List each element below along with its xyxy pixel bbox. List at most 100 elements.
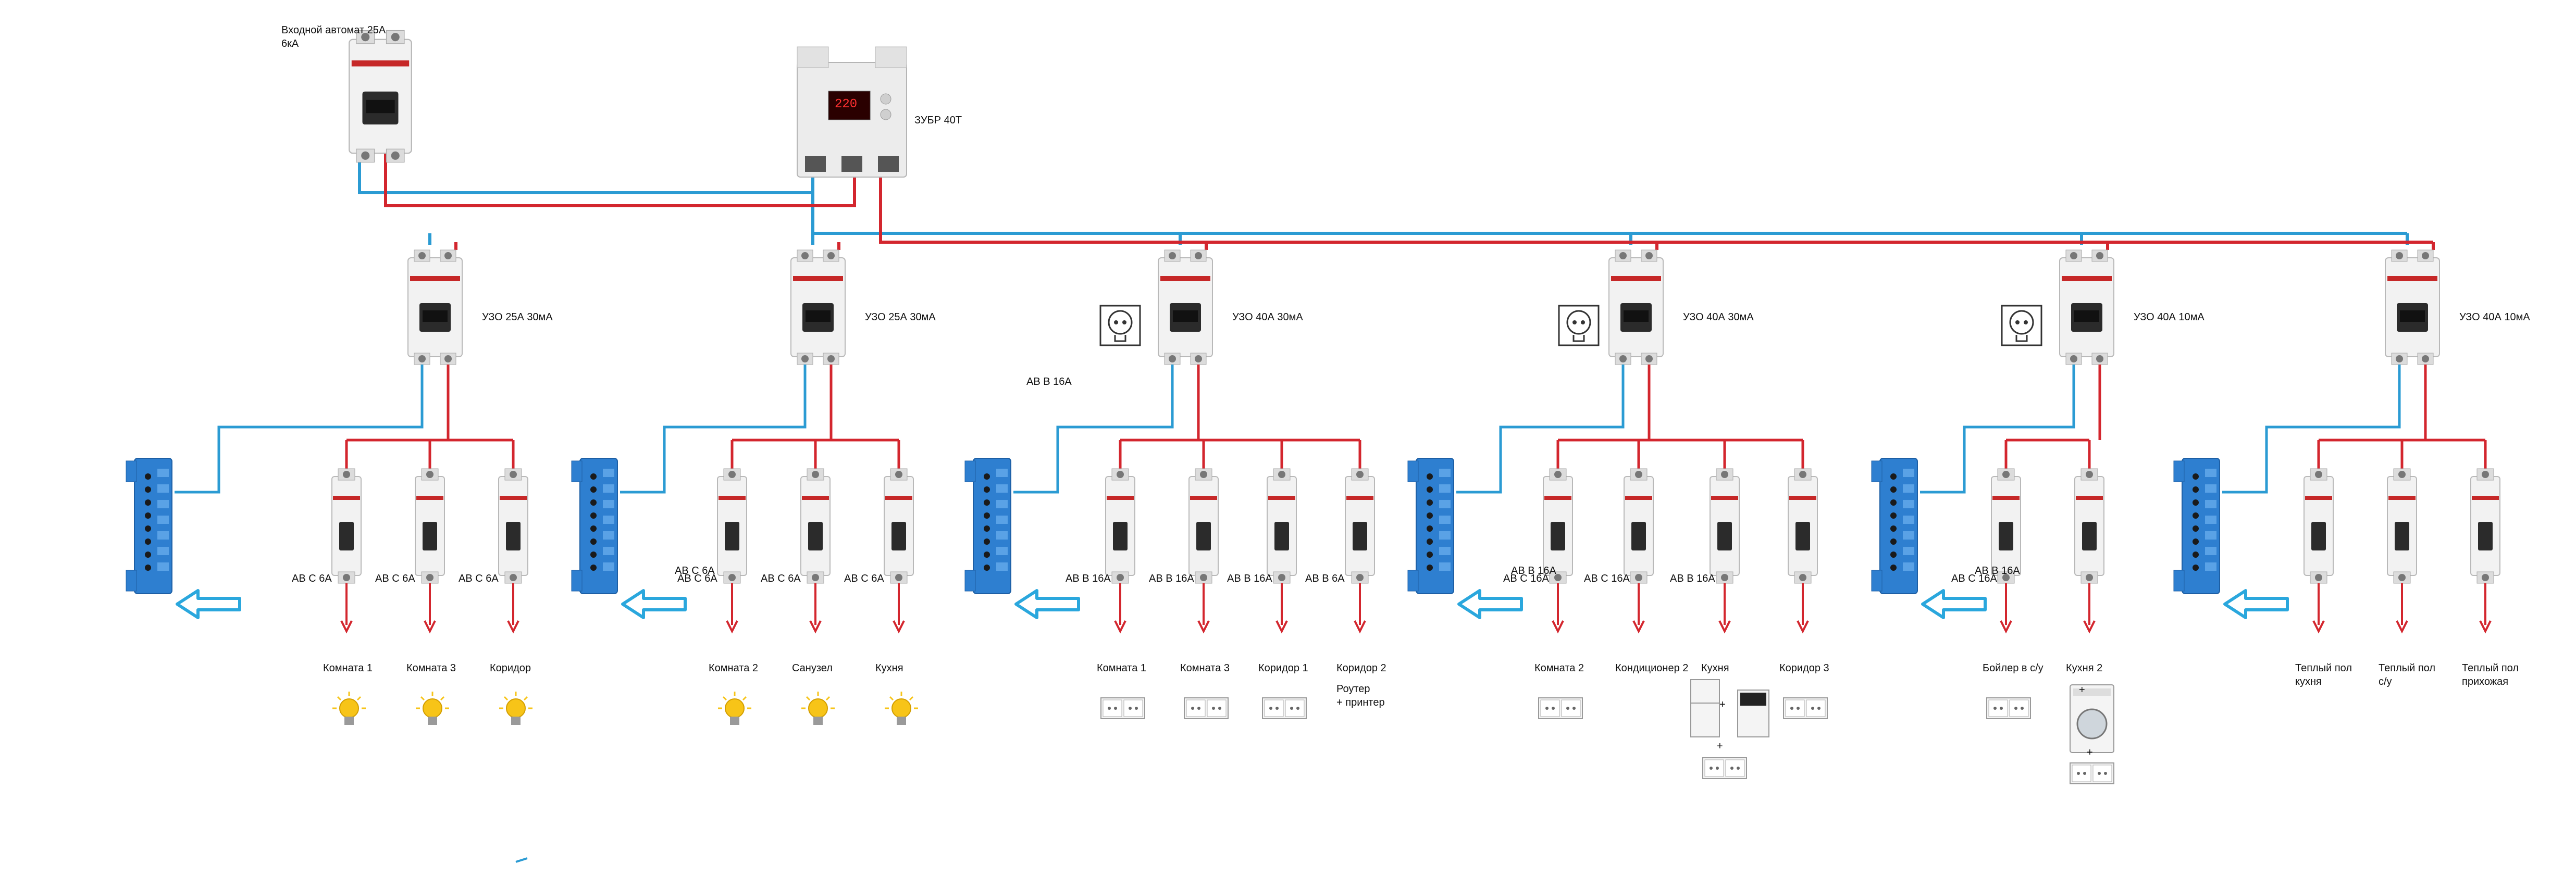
- busbar-icon: [964, 458, 1011, 594]
- phase-trunk: [384, 148, 2435, 250]
- breaker-rating: АВ С 6А: [292, 573, 332, 584]
- load-arrow-icon: [2312, 582, 2325, 632]
- load-label: Коридор 3: [1779, 662, 1829, 674]
- load-label: Комната 3: [1180, 662, 1230, 674]
- load-arrow-icon: [893, 582, 905, 632]
- breaker-groups: [126, 249, 2500, 863]
- busbar-icon: [1871, 458, 1918, 594]
- lamp-icon: [331, 691, 367, 726]
- lamp-icon: [717, 691, 752, 726]
- load-label: Комната 2: [709, 662, 758, 674]
- breaker-rating: АВ С 16А: [1951, 573, 1997, 584]
- breaker-rating: АВ В 16А: [1066, 573, 1111, 584]
- load-label: Кухня: [1701, 662, 1729, 674]
- outlet-icon: [1262, 697, 1307, 719]
- breaker-rating: АВ С 6А: [761, 573, 801, 584]
- side-label: АВ В 16А: [1026, 376, 1072, 387]
- rcd: [407, 249, 463, 365]
- plus-sign: +: [1717, 741, 1723, 752]
- breaker-rating: АВ С 6А: [677, 573, 717, 584]
- circuit-breaker: [1345, 468, 1375, 584]
- load-label: Коридор 2: [1336, 662, 1386, 674]
- outlet-icon: [1783, 697, 1828, 719]
- socket-icon: [2001, 305, 2042, 346]
- load-arrow-icon: [726, 582, 738, 632]
- circuit-breaker: [415, 468, 445, 584]
- circuit-breaker: [884, 468, 914, 584]
- load-arrow-icon: [424, 582, 436, 632]
- outlet-icon: [2070, 762, 2114, 784]
- lamp-icon: [884, 691, 919, 726]
- plus-sign: +: [2079, 684, 2085, 696]
- socket-icon: [1099, 305, 1141, 346]
- circuit-breaker: [2470, 468, 2500, 584]
- circuit-breaker: [1105, 468, 1135, 584]
- busbar-icon: [126, 458, 172, 594]
- breaker-rating: АВ С 16А: [1584, 573, 1630, 584]
- lamp-icon: [800, 691, 836, 726]
- circuit-breaker: [2074, 468, 2104, 584]
- washer-icon: [2070, 684, 2114, 753]
- load-label: Кухня: [875, 662, 903, 674]
- load-label: Кондиционер 2: [1615, 662, 1689, 674]
- rcd-label: УЗО 25А 30мА: [482, 311, 553, 323]
- arrow-icon: [177, 591, 240, 618]
- outlet-icon: [1100, 697, 1145, 719]
- load-label: Коридор: [490, 662, 531, 674]
- circuit-breaker: [331, 468, 362, 584]
- load-arrow-icon: [1275, 582, 1288, 632]
- breaker-rating: АВ В 16А: [1670, 573, 1715, 584]
- load-arrow-icon: [1354, 582, 1366, 632]
- rcd-label: УЗО 40А 10мА: [2134, 311, 2205, 323]
- load-arrow-icon: [1718, 582, 1731, 632]
- load-arrow-icon: [1797, 582, 1809, 632]
- circuit-breaker: [1188, 468, 1219, 584]
- breaker-rating: АВ В 6А: [1305, 573, 1345, 584]
- load-label: Санузел: [792, 662, 833, 674]
- rcd: [2059, 249, 2114, 365]
- breaker-rating: АВ С 6А: [375, 573, 415, 584]
- load-arrow-icon: [2479, 582, 2492, 632]
- breaker-rating: АВ С 16А: [1503, 573, 1549, 584]
- lamp-icon: [498, 691, 534, 726]
- relay-display: 220: [835, 97, 858, 111]
- circuit-breaker: [1710, 468, 1740, 584]
- breaker-rating: АВ С 6А: [459, 573, 499, 584]
- arrow-icon: [623, 591, 685, 618]
- load-label: Комната 2: [1534, 662, 1584, 674]
- load-label: Теплый пол с/у: [2379, 662, 2436, 687]
- rcd: [790, 249, 846, 365]
- load-label-2: Роутер + принтер: [1336, 683, 1385, 708]
- bus-label: АВ В 16А: [1975, 565, 2020, 577]
- breaker-rating: АВ С 6А: [844, 573, 884, 584]
- circuit-breaker: [2387, 468, 2417, 584]
- load-label: Теплый пол прихожая: [2462, 662, 2519, 687]
- load-arrow-icon: [1114, 582, 1126, 632]
- load-arrow-icon: [809, 582, 822, 632]
- outlet-icon: [1986, 697, 2031, 719]
- arrow-icon: [1923, 591, 1985, 618]
- load-arrow-icon: [1552, 582, 1564, 632]
- load-arrow-icon: [2000, 582, 2012, 632]
- load-label: Коридор 1: [1258, 662, 1308, 674]
- plus-sign: +: [2087, 747, 2093, 758]
- load-label: Комната 1: [323, 662, 373, 674]
- outlet-icon: [1538, 697, 1583, 719]
- rcd-label: УЗО 40А 30мА: [1683, 311, 1754, 323]
- load-arrow-icon: [2396, 582, 2408, 632]
- busbar-icon: [571, 458, 618, 594]
- circuit-breaker: [1624, 468, 1654, 584]
- main-breaker-label: Входной автомат 25А 6кА: [281, 24, 386, 49]
- socket-icon: [1558, 305, 1600, 346]
- breaker-rating: АВ В 16А: [1149, 573, 1194, 584]
- load-label: Комната 3: [406, 662, 456, 674]
- breaker-rating: АВ В 16А: [1227, 573, 1272, 584]
- circuit-breaker: [498, 468, 528, 584]
- busbar-icon: [2173, 458, 2220, 594]
- plus-sign: +: [1719, 699, 1726, 710]
- circuit-breaker: [2303, 468, 2334, 584]
- load-arrow-icon: [1632, 582, 1645, 632]
- fridge-icon: [1690, 679, 1769, 737]
- rcd: [2385, 249, 2440, 365]
